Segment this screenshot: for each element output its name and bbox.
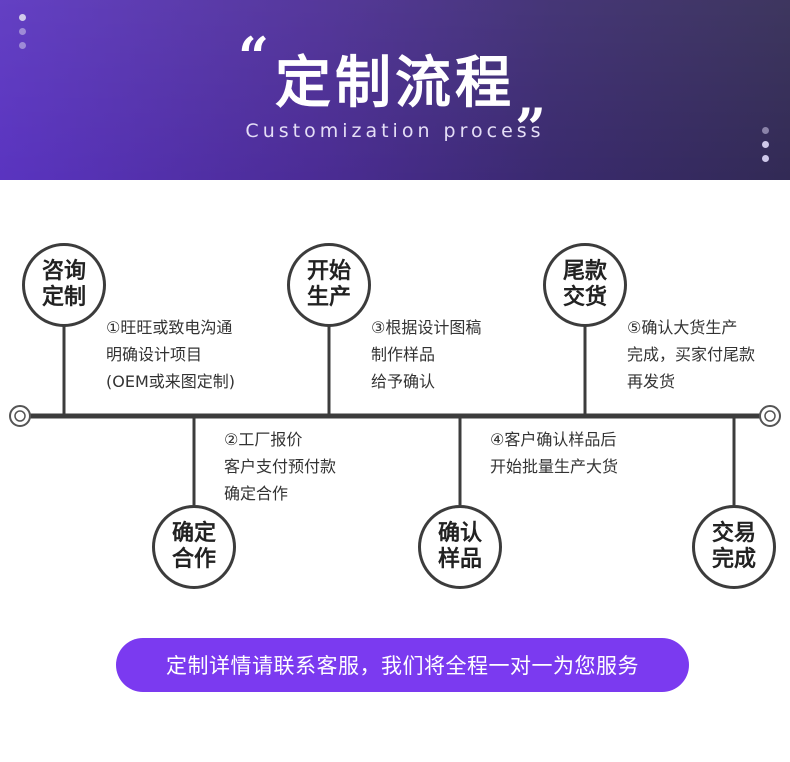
step-desc-sample: ④客户确认样品后 开始批量生产大货	[490, 430, 619, 476]
step-desc-production: ③根据设计图稿 制作样品 给予确认	[371, 318, 482, 391]
step-node-consult: 咨询 定制	[22, 243, 106, 327]
step-desc-cooperation: ②工厂报价 客户支付预付款 确定合作	[224, 430, 337, 503]
decorative-dots-icon	[762, 127, 769, 162]
step-node-sample: 确认 样品	[418, 505, 502, 589]
quote-close-icon: „	[516, 65, 548, 129]
step-node-production: 开始 生产	[287, 243, 371, 327]
step-desc-consult: ①旺旺或致电沟通 明确设计项目 (OEM或来图定制)	[106, 318, 235, 391]
step-node-cooperation: 确定 合作	[152, 505, 236, 589]
step-desc-delivery: ⑤确认大货生产 完成，买家付尾款 再发货	[627, 318, 756, 391]
step-node-delivery: 尾款 交货	[543, 243, 627, 327]
step-node-complete: 交易 完成	[692, 505, 776, 589]
header-banner: “ 定制流程 „ Customization process	[0, 0, 790, 180]
decorative-dots-icon	[19, 14, 26, 49]
page-title: 定制流程	[275, 50, 515, 116]
quote-open-icon: “	[238, 25, 270, 89]
page-subtitle: Customization process	[245, 120, 545, 142]
timeline-diagram	[9, 325, 781, 505]
contact-service-button[interactable]: 定制详情请联系客服，我们将全程一对一为您服务	[116, 638, 689, 692]
